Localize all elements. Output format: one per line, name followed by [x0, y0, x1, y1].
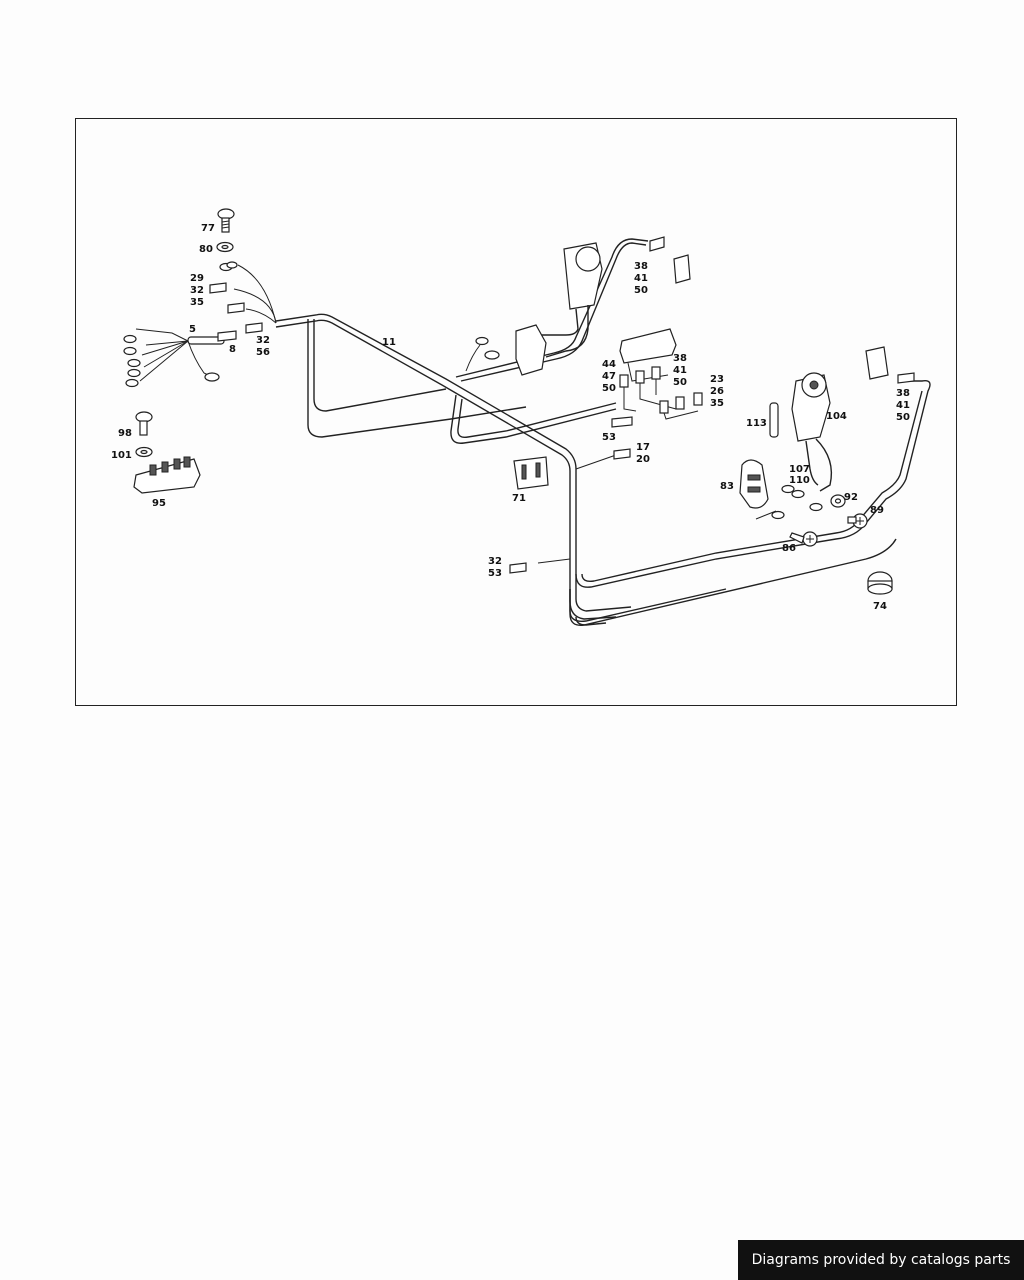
label-53-relay: 53: [602, 432, 616, 443]
bracket-83: [739, 459, 769, 509]
relay-block: [611, 328, 703, 428]
ground-straps-29-32-35: [209, 261, 277, 334]
switch-assembly-top: [515, 242, 603, 376]
label-41-right: 41: [896, 400, 910, 411]
screw-77: [217, 208, 235, 233]
label-104: 104: [826, 411, 847, 422]
label-74: 74: [873, 601, 887, 612]
screw-89: [847, 513, 868, 529]
label-11: 11: [382, 337, 396, 348]
label-98: 98: [118, 428, 132, 439]
label-71: 71: [512, 493, 526, 504]
label-5: 5: [189, 324, 196, 335]
terminal-block-95: [133, 456, 201, 494]
grommet-74: [867, 571, 893, 595]
label-92: 92: [844, 492, 858, 503]
label-83: 83: [720, 481, 734, 492]
label-86: 86: [782, 543, 796, 554]
parts-diagram-frame: 77 80 29 32 35 5 8 32 56 11 38 41 50 44 …: [75, 118, 957, 706]
washer-92: [830, 494, 846, 508]
ground-lug: [465, 336, 500, 372]
screw-98: [135, 411, 153, 436]
clip-71: [513, 456, 549, 490]
connector-32-53-lower: [509, 558, 571, 574]
motor-104: [791, 372, 833, 492]
label-38-right: 38: [896, 388, 910, 399]
label-17: 17: [636, 442, 650, 453]
label-50-top: 50: [634, 285, 648, 296]
label-38-mid: 38: [673, 353, 687, 364]
credit-badge: Diagrams provided by catalogs parts: [738, 1240, 1024, 1280]
label-41-top: 41: [634, 273, 648, 284]
label-32-lower: 32: [488, 556, 502, 567]
ground-lugs-107-110: [755, 484, 823, 520]
label-38-top: 38: [634, 261, 648, 272]
screw-86: [789, 531, 818, 547]
label-53-lower: 53: [488, 568, 502, 579]
label-26: 26: [710, 386, 724, 397]
label-35-relay: 35: [710, 398, 724, 409]
wiring-harness-diagram: 77 80 29 32 35 5 8 32 56 11 38 41 50 44 …: [111, 208, 931, 626]
label-110: 110: [789, 475, 810, 486]
label-35: 35: [190, 297, 204, 308]
pigtail-connector-5: [123, 328, 237, 388]
label-113: 113: [746, 418, 767, 429]
label-8: 8: [229, 344, 236, 355]
label-101: 101: [111, 450, 132, 461]
label-41-mid: 41: [673, 365, 687, 376]
label-50-right: 50: [896, 412, 910, 423]
washer-101: [135, 446, 153, 458]
label-50-mid: 50: [673, 377, 687, 388]
label-20: 20: [636, 454, 650, 465]
label-23: 23: [710, 374, 724, 385]
label-32: 32: [190, 285, 204, 296]
washer-80: [216, 241, 234, 253]
connector-38-41-50-top: [649, 236, 691, 284]
label-80: 80: [199, 244, 213, 255]
main-harness-trunk: [275, 238, 931, 626]
label-95: 95: [152, 498, 166, 509]
label-56: 56: [256, 347, 270, 358]
connector-17-20: [575, 448, 631, 470]
label-32-top: 32: [256, 335, 270, 346]
label-77: 77: [201, 223, 215, 234]
sleeve-113: [769, 402, 779, 438]
label-47: 47: [602, 371, 616, 382]
connector-38-41-50-right: [865, 346, 915, 384]
label-29: 29: [190, 273, 204, 284]
part-labels: 77 80 29 32 35 5 8 32 56 11 38 41 50 44 …: [111, 223, 910, 612]
label-107: 107: [789, 464, 810, 475]
label-50-relay: 50: [602, 383, 616, 394]
label-89: 89: [870, 505, 884, 516]
label-44: 44: [602, 359, 616, 370]
